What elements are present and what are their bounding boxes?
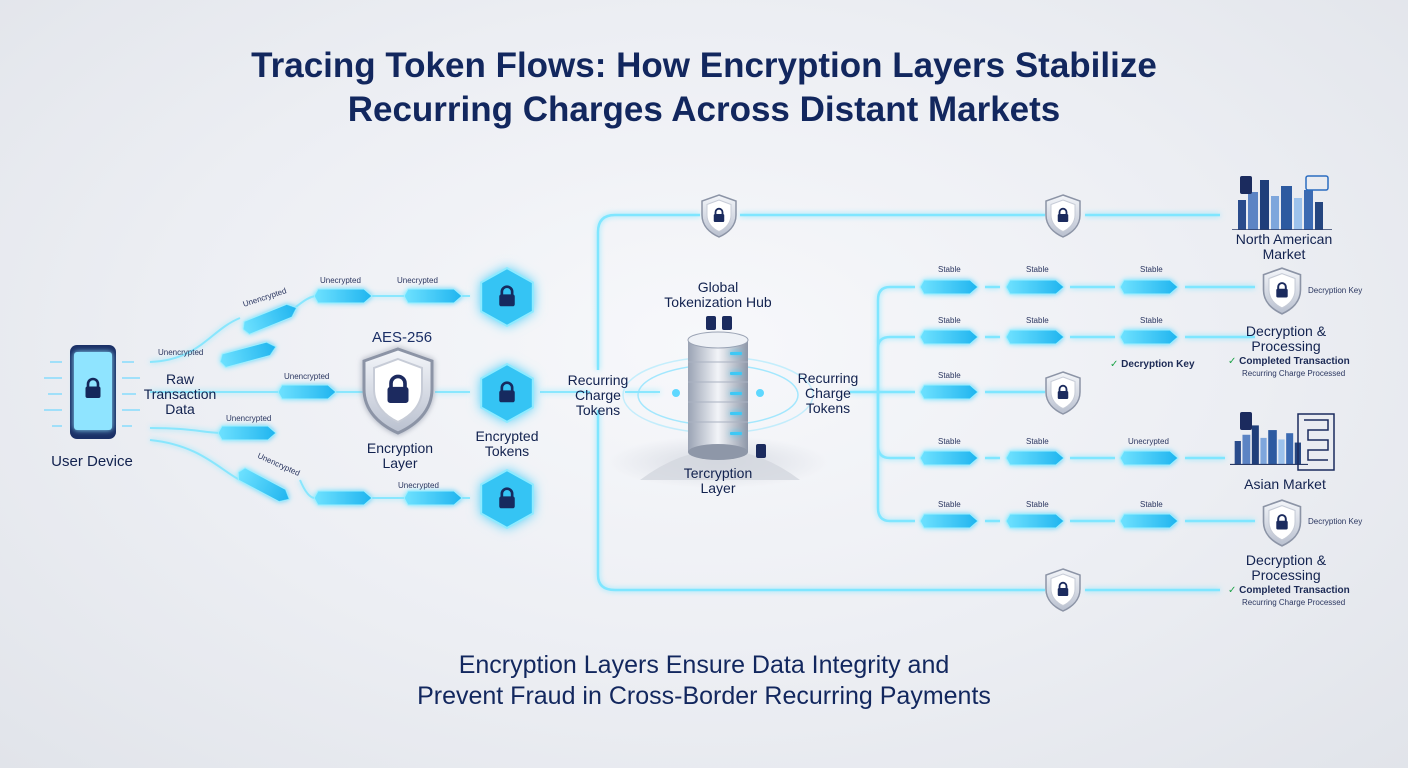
completed-transaction-1: ✓ Completed Transaction (1228, 356, 1350, 367)
unencrypted-label: Unecrypted (397, 276, 438, 285)
completed-transaction-2: ✓ Completed Transaction (1228, 585, 1350, 596)
stable-label: Stable (1026, 437, 1049, 446)
check-icon: ✓ (1110, 359, 1119, 370)
route-lines (596, 213, 1255, 592)
diagram-subtitle: Encryption Layers Ensure Data Integrity … (0, 650, 1408, 712)
title-line-1: Tracing Token Flows: How Encryption Laye… (251, 46, 1157, 85)
title-line-2: Recurring Charges Across Distant Markets (347, 90, 1061, 129)
unencrypted-label: Unencrypted (284, 372, 330, 381)
stable-label: Stable (938, 437, 961, 446)
decryption-key-note: ✓ Decryption Key (1110, 359, 1195, 370)
phone-lock-icon (44, 345, 140, 439)
unencrypted-label: Unecrypted (398, 481, 439, 490)
asian-market-label: Asian Market (1244, 476, 1326, 492)
stable-label: Stable (938, 371, 961, 380)
recurring-processed-2: Recurring Charge Processed (1242, 598, 1346, 607)
subtitle-line-1: Encryption Layers Ensure Data Integrity … (458, 651, 950, 679)
user-device-label: User Device (51, 453, 133, 470)
stable-label: Stable (1026, 316, 1049, 325)
check-icon: ✓ (1228, 585, 1237, 596)
decryption-key-small-2: Decryption Key (1308, 517, 1363, 526)
city-skyline-icon (1230, 175, 1335, 471)
hexagon-lock-icon (481, 268, 533, 528)
diagram-title: Tracing Token Flows: How Encryption Laye… (0, 44, 1408, 132)
stable-label: Stable (938, 265, 961, 274)
server-stack-icon (608, 316, 828, 488)
decryption-key-small-1: Decryption Key (1308, 286, 1363, 295)
decryption-processing-label-2: Decryption &Processing (1245, 552, 1327, 583)
encryption-layer-shield-icon (364, 349, 432, 433)
unencrypted-label: Unencrypted (158, 348, 204, 357)
unencrypted-label: Unecrypted (1128, 437, 1169, 446)
stable-label: Stable (1140, 265, 1163, 274)
aes-label: AES-256 (372, 329, 433, 346)
stable-label: Stable (1026, 265, 1049, 274)
stable-label: Stable (1140, 500, 1163, 509)
check-icon: ✓ (1228, 356, 1237, 367)
decryption-processing-label-1: Decryption &Processing (1245, 323, 1327, 354)
stable-label: Stable (1140, 316, 1163, 325)
subtitle-line-2: Prevent Fraud in Cross-Border Recurring … (417, 682, 991, 710)
stable-label: Stable (938, 500, 961, 509)
stable-label: Stable (938, 316, 961, 325)
stable-label: Stable (1026, 500, 1049, 509)
recurring-processed-1: Recurring Charge Processed (1242, 369, 1346, 378)
unencrypted-label: Unecrypted (320, 276, 361, 285)
unencrypted-label: Unencrypted (226, 414, 272, 423)
